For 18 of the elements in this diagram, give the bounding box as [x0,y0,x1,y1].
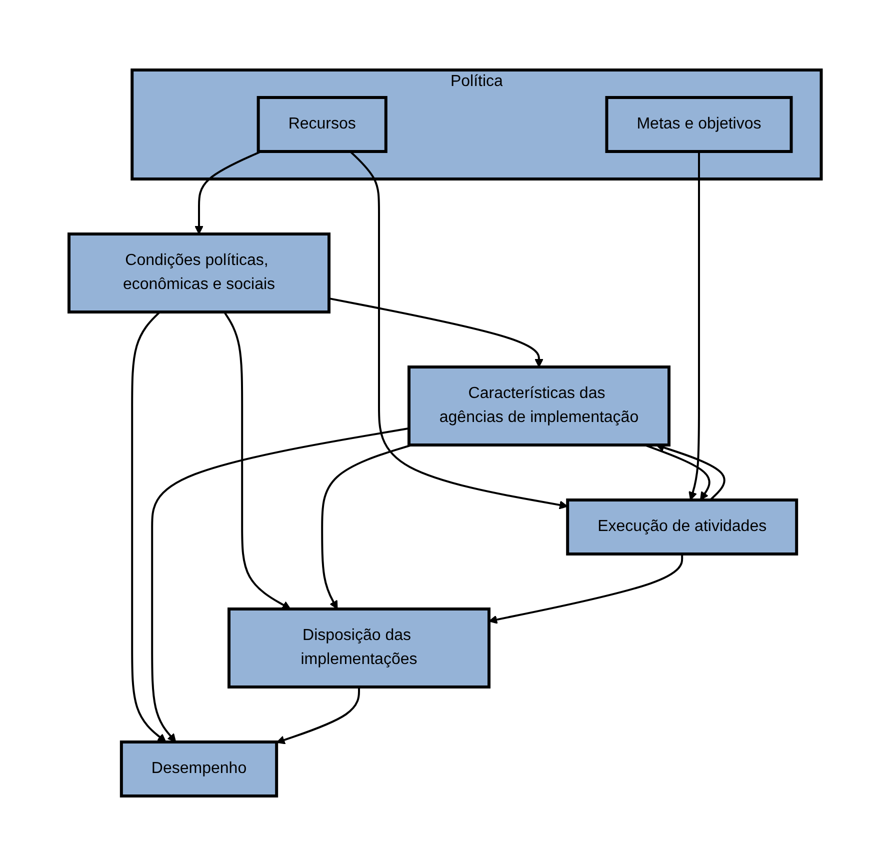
arrow [488,554,683,624]
arrow [194,150,262,234]
arrow [223,310,291,609]
arrow [130,310,166,742]
node-box: Disposição das implementações [227,607,490,688]
arrow [276,686,360,744]
arrow [320,444,412,609]
arrow [150,426,410,742]
node-box: Metas e objetivos [605,96,793,152]
node-box: Características das agências de implementação [407,365,670,446]
node-box: Execução de atividades [566,498,798,555]
arrow [349,150,568,509]
arrow [688,151,700,500]
arrow [328,296,544,367]
arrow [644,444,710,500]
node-box: Recursos [256,96,388,152]
node-box: Condições políticas, econômicas e sociais [67,232,330,313]
node-box: Desempenho [120,740,278,797]
